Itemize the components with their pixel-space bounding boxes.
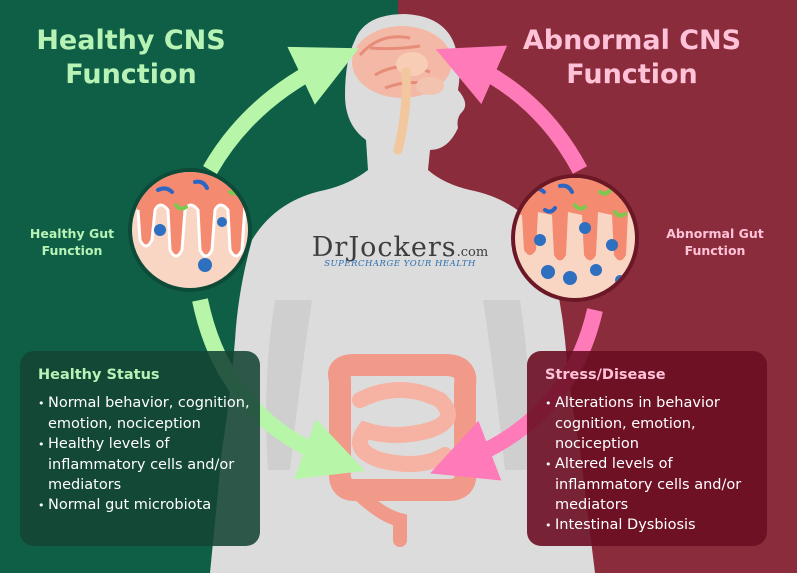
stress-disease-box: Stress/Disease Alterations in behavior c… [527,351,767,546]
healthy-gut-label-line1: Healthy Gut [29,226,115,241]
logo-domain: .com [456,245,489,260]
healthy-gut-circle [128,168,252,292]
logo-wordmark: DrJockers.com [300,232,500,263]
abnormal-cns-title: Abnormal CNS Function [502,24,762,92]
abnormal-gut-label-line2: Function [684,243,746,258]
healthy-cns-title: Healthy CNS Function [1,24,261,92]
list-item: Healthy levels of inflammatory cells and… [38,434,260,495]
logo-name: DrJockers [311,232,457,263]
healthy-status-title: Healthy Status [38,367,160,383]
list-item: Normal behavior, cognition, emotion, noc… [38,393,260,434]
abnormal-gut-label-line1: Abnormal Gut [666,226,764,241]
stress-disease-list: Alterations in behavior cognition, emoti… [545,393,767,536]
healthy-gut-label: Healthy Gut Function [12,225,132,259]
healthy-gut-label-line2: Function [41,243,103,258]
list-item: Intestinal Dysbiosis [545,515,767,536]
list-item: Alterations in behavior cognition, emoti… [545,393,767,454]
healthy-status-box: Healthy Status Normal behavior, cognitio… [20,351,260,546]
healthy-cns-title-line1: Healthy CNS [36,25,226,56]
abnormal-cns-title-line1: Abnormal CNS [522,25,742,56]
abnormal-gut-label: Abnormal Gut Function [655,225,775,259]
drjockers-logo: DrJockers.com SUPERCHARGE YOUR HEALTH [300,232,500,269]
list-item: Altered levels of inflammatory cells and… [545,454,767,515]
healthy-cns-title-line2: Function [65,59,197,90]
list-item: Normal gut microbiota [38,495,260,516]
abnormal-gut-circle [511,174,639,302]
stress-disease-title: Stress/Disease [545,367,666,383]
healthy-status-list: Normal behavior, cognition, emotion, noc… [38,393,260,516]
brain [352,26,452,155]
abnormal-cns-title-line2: Function [566,59,698,90]
logo-tagline: SUPERCHARGE YOUR HEALTH [324,259,476,269]
